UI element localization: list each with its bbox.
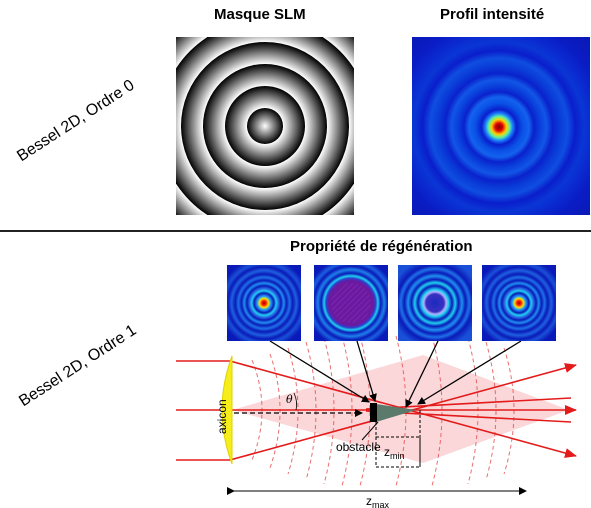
regeneration-diagram: axicon θ obstacle zmin zmax xyxy=(176,262,591,508)
obstacle xyxy=(370,403,377,422)
thumbnail-4 xyxy=(482,265,556,341)
header-regeneration: Propriété de régénération xyxy=(290,238,473,255)
slm-mask-image xyxy=(176,37,354,215)
row-label-ordre-1: Bessel 2D, Ordre 1 xyxy=(16,321,140,411)
section-divider xyxy=(0,230,591,232)
thumbnail-2 xyxy=(314,265,388,341)
zmax-label: zmax xyxy=(366,494,390,508)
thumbnail-1 xyxy=(227,265,301,341)
zmin-bracket xyxy=(375,410,421,468)
theta-label: θ xyxy=(286,393,293,406)
shadow xyxy=(376,404,416,422)
axicon-label: axicon xyxy=(215,399,229,434)
header-profil-intensite: Profil intensité xyxy=(440,6,545,23)
zmin-label: zmin xyxy=(384,445,405,461)
intensity-profile-image xyxy=(412,37,590,215)
pointer-lines xyxy=(269,340,522,408)
obstacle-label: obstacle xyxy=(336,440,381,454)
obstacle-pointer xyxy=(361,421,379,441)
row-label-ordre-0: Bessel 2D, Ordre 0 xyxy=(14,76,138,166)
header-masque-slm: Masque SLM xyxy=(214,6,306,23)
thumbnail-3 xyxy=(398,265,472,341)
axicon xyxy=(221,355,233,465)
theta-arc xyxy=(293,392,298,411)
